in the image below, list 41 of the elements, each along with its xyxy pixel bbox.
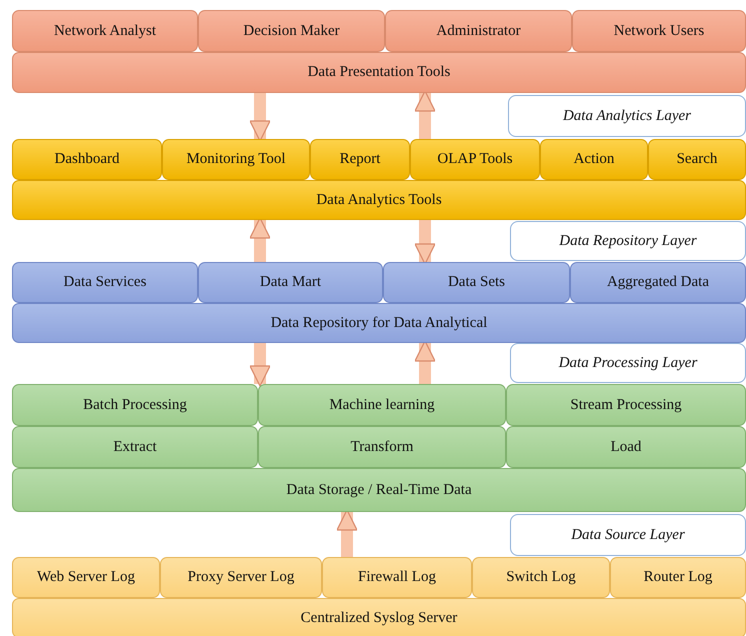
data-box: Data Sets bbox=[383, 262, 570, 303]
tier-bar: Data Repository for Data Analytical bbox=[12, 303, 746, 343]
process-box: Transform bbox=[258, 426, 506, 468]
tier-bar: Data Presentation Tools bbox=[12, 52, 746, 93]
block-arrow bbox=[414, 90, 436, 139]
process-box: Extract bbox=[12, 426, 258, 468]
log-source-box: Router Log bbox=[610, 557, 746, 598]
data-box: Data Services bbox=[12, 262, 198, 303]
role-box: Administrator bbox=[385, 10, 572, 52]
block-arrow bbox=[249, 93, 271, 142]
tool-box: Report bbox=[310, 139, 410, 180]
process-box: Stream Processing bbox=[506, 384, 746, 426]
tier-bar: Data Storage / Real-Time Data bbox=[12, 468, 746, 512]
log-source-box: Web Server Log bbox=[12, 557, 160, 598]
tier-bar: Centralized Syslog Server bbox=[12, 598, 746, 636]
layer-label: Data Analytics Layer bbox=[508, 95, 746, 137]
process-box: Machine learning bbox=[258, 384, 506, 426]
log-source-box: Firewall Log bbox=[322, 557, 472, 598]
block-arrow bbox=[414, 220, 436, 265]
process-box: Load bbox=[506, 426, 746, 468]
tool-box: Search bbox=[648, 139, 746, 180]
log-source-box: Switch Log bbox=[472, 557, 610, 598]
role-box: Decision Maker bbox=[198, 10, 385, 52]
layer-label: Data Processing Layer bbox=[510, 343, 746, 383]
block-arrow bbox=[336, 509, 358, 557]
block-arrow bbox=[249, 217, 271, 262]
tool-box: OLAP Tools bbox=[410, 139, 540, 180]
block-arrow bbox=[249, 343, 271, 387]
tier-bar: Data Analytics Tools bbox=[12, 180, 746, 220]
role-box: Network Analyst bbox=[12, 10, 198, 52]
tool-box: Dashboard bbox=[12, 139, 162, 180]
tool-box: Monitoring Tool bbox=[162, 139, 310, 180]
block-arrow bbox=[414, 340, 436, 384]
layer-label: Data Source Layer bbox=[510, 514, 746, 556]
tool-box: Action bbox=[540, 139, 648, 180]
process-box: Batch Processing bbox=[12, 384, 258, 426]
data-box: Data Mart bbox=[198, 262, 383, 303]
layer-label: Data Repository Layer bbox=[510, 221, 746, 261]
log-source-box: Proxy Server Log bbox=[160, 557, 322, 598]
role-box: Network Users bbox=[572, 10, 746, 52]
data-box: Aggregated Data bbox=[570, 262, 746, 303]
